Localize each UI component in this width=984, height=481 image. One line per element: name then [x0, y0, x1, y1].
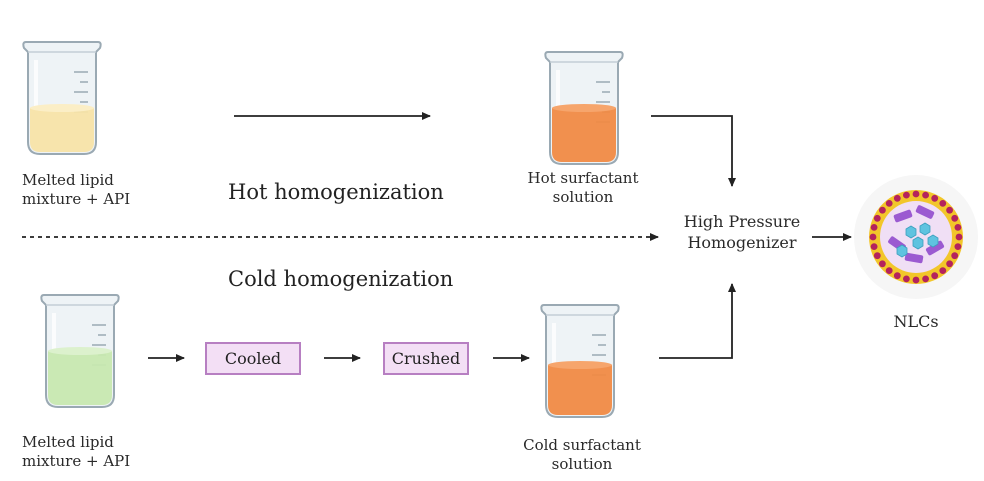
- crushed-step-box: Crushed: [383, 342, 469, 375]
- lipid-head-dot: [939, 200, 947, 207]
- hot-surfactant-label-line1: Hot surfactant: [527, 169, 639, 187]
- lipid-head-dot: [870, 224, 878, 231]
- lipid-head-dot: [903, 275, 910, 283]
- lipid-head-dot: [879, 260, 886, 268]
- lipid-head-dot: [939, 267, 947, 274]
- lipid-head-dot: [951, 252, 959, 260]
- lipid-head-dot: [922, 191, 929, 199]
- cold-surfactant-label: Cold surfactant solution: [512, 436, 652, 474]
- lipid-head-dot: [893, 272, 901, 280]
- lipid-head-dot: [912, 190, 920, 198]
- lipid-head-dot: [885, 200, 893, 207]
- cold-lipid-label-line1: Melted lipid: [22, 433, 114, 451]
- lipid-head-dot: [954, 224, 962, 231]
- lipid-head-dot: [931, 194, 939, 202]
- lipid-head-dot: [903, 191, 910, 199]
- hot-lipid-label-line2: mixture + API: [22, 190, 131, 208]
- hot-surfactant-beaker: [543, 50, 625, 166]
- hot-surfactant-label: Hot surfactant solution: [518, 169, 648, 207]
- homogenizer-label-line1: High Pressure: [683, 212, 801, 231]
- cooled-step-box: Cooled: [205, 342, 301, 375]
- hot-homogenization-heading: Hot homogenization: [228, 180, 444, 204]
- lipid-head-dot: [946, 206, 953, 214]
- lipid-head-dot: [870, 243, 878, 251]
- hot-lipid-label: Melted lipid mixture + API: [22, 171, 152, 209]
- cold-surfactant-label-line1: Cold surfactant: [523, 436, 641, 454]
- lipid-head-dot: [873, 214, 881, 222]
- homogenizer-label-line2: Homogenizer: [687, 233, 797, 252]
- homogenizer-label: High Pressure Homogenizer: [674, 211, 810, 253]
- lipid-head-dot: [873, 252, 881, 260]
- hot-to-homogenizer-arrow: [651, 115, 736, 187]
- lipid-head-dot: [869, 233, 877, 241]
- lipid-head-dot: [922, 275, 929, 283]
- hot-surfactant-label-line2: solution: [552, 188, 614, 206]
- lipid-head-dot: [893, 194, 901, 202]
- lipid-head-dot: [955, 233, 963, 241]
- cold-homogenization-heading: Cold homogenization: [228, 267, 454, 291]
- cold-surfactant-beaker: [539, 303, 621, 419]
- lipid-head-dot: [946, 260, 953, 268]
- cold-to-homogenizer-arrow: [659, 283, 736, 359]
- hot-lipid-beaker: [21, 40, 103, 156]
- lipid-head-dot: [951, 214, 959, 222]
- cold-lipid-label-line2: mixture + API: [22, 452, 131, 470]
- lipid-head-dot: [885, 267, 893, 274]
- lipid-head-dot: [879, 206, 886, 214]
- lipid-head-dot: [912, 276, 920, 284]
- lipid-head-dot: [954, 243, 962, 251]
- nlc-particle-icon: [854, 175, 978, 299]
- cold-lipid-label: Melted lipid mixture + API: [22, 433, 152, 471]
- cold-surfactant-label-line2: solution: [551, 455, 613, 473]
- hot-lipid-label-line1: Melted lipid: [22, 171, 114, 189]
- lipid-head-dot: [931, 272, 939, 280]
- nlc-label: NLCs: [893, 312, 939, 331]
- cold-lipid-beaker: [39, 293, 121, 409]
